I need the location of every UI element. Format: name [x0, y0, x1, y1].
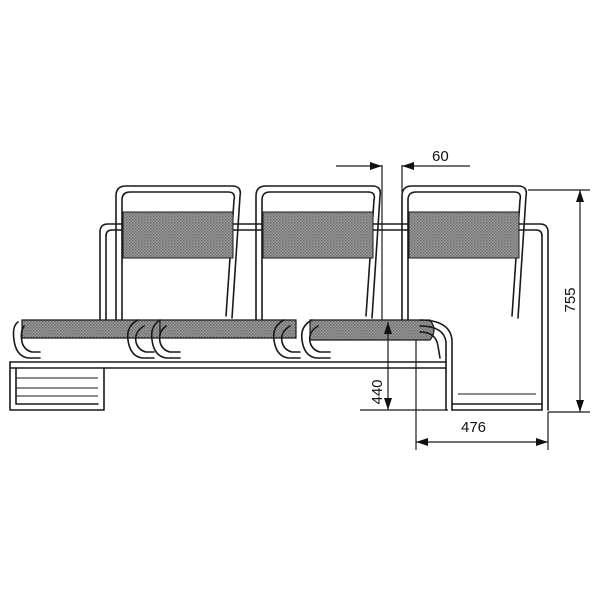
dimension-depth: 476: [415, 340, 549, 450]
seat-2: [126, 319, 297, 359]
dimension-height: 755: [528, 189, 590, 413]
seat-back-3: [401, 185, 528, 331]
dimension-gap: 60: [336, 148, 470, 320]
seat-1: [12, 319, 161, 359]
seat-height-dimension-label: 440: [369, 379, 386, 404]
seat-back-2: [255, 185, 382, 331]
backrest-mesh-1: [122, 211, 234, 259]
backrest-mesh-2: [262, 211, 374, 259]
height-dimension-label: 755: [562, 287, 579, 312]
depth-dimension-label: 476: [461, 419, 486, 436]
gap-dimension-label: 60: [432, 148, 449, 165]
seat-back-1: [115, 185, 242, 331]
backrest-mesh-3: [408, 211, 520, 259]
dimension-seat-height: 440: [360, 322, 448, 411]
seat-3: [272, 319, 453, 411]
base-frame: [9, 361, 543, 411]
